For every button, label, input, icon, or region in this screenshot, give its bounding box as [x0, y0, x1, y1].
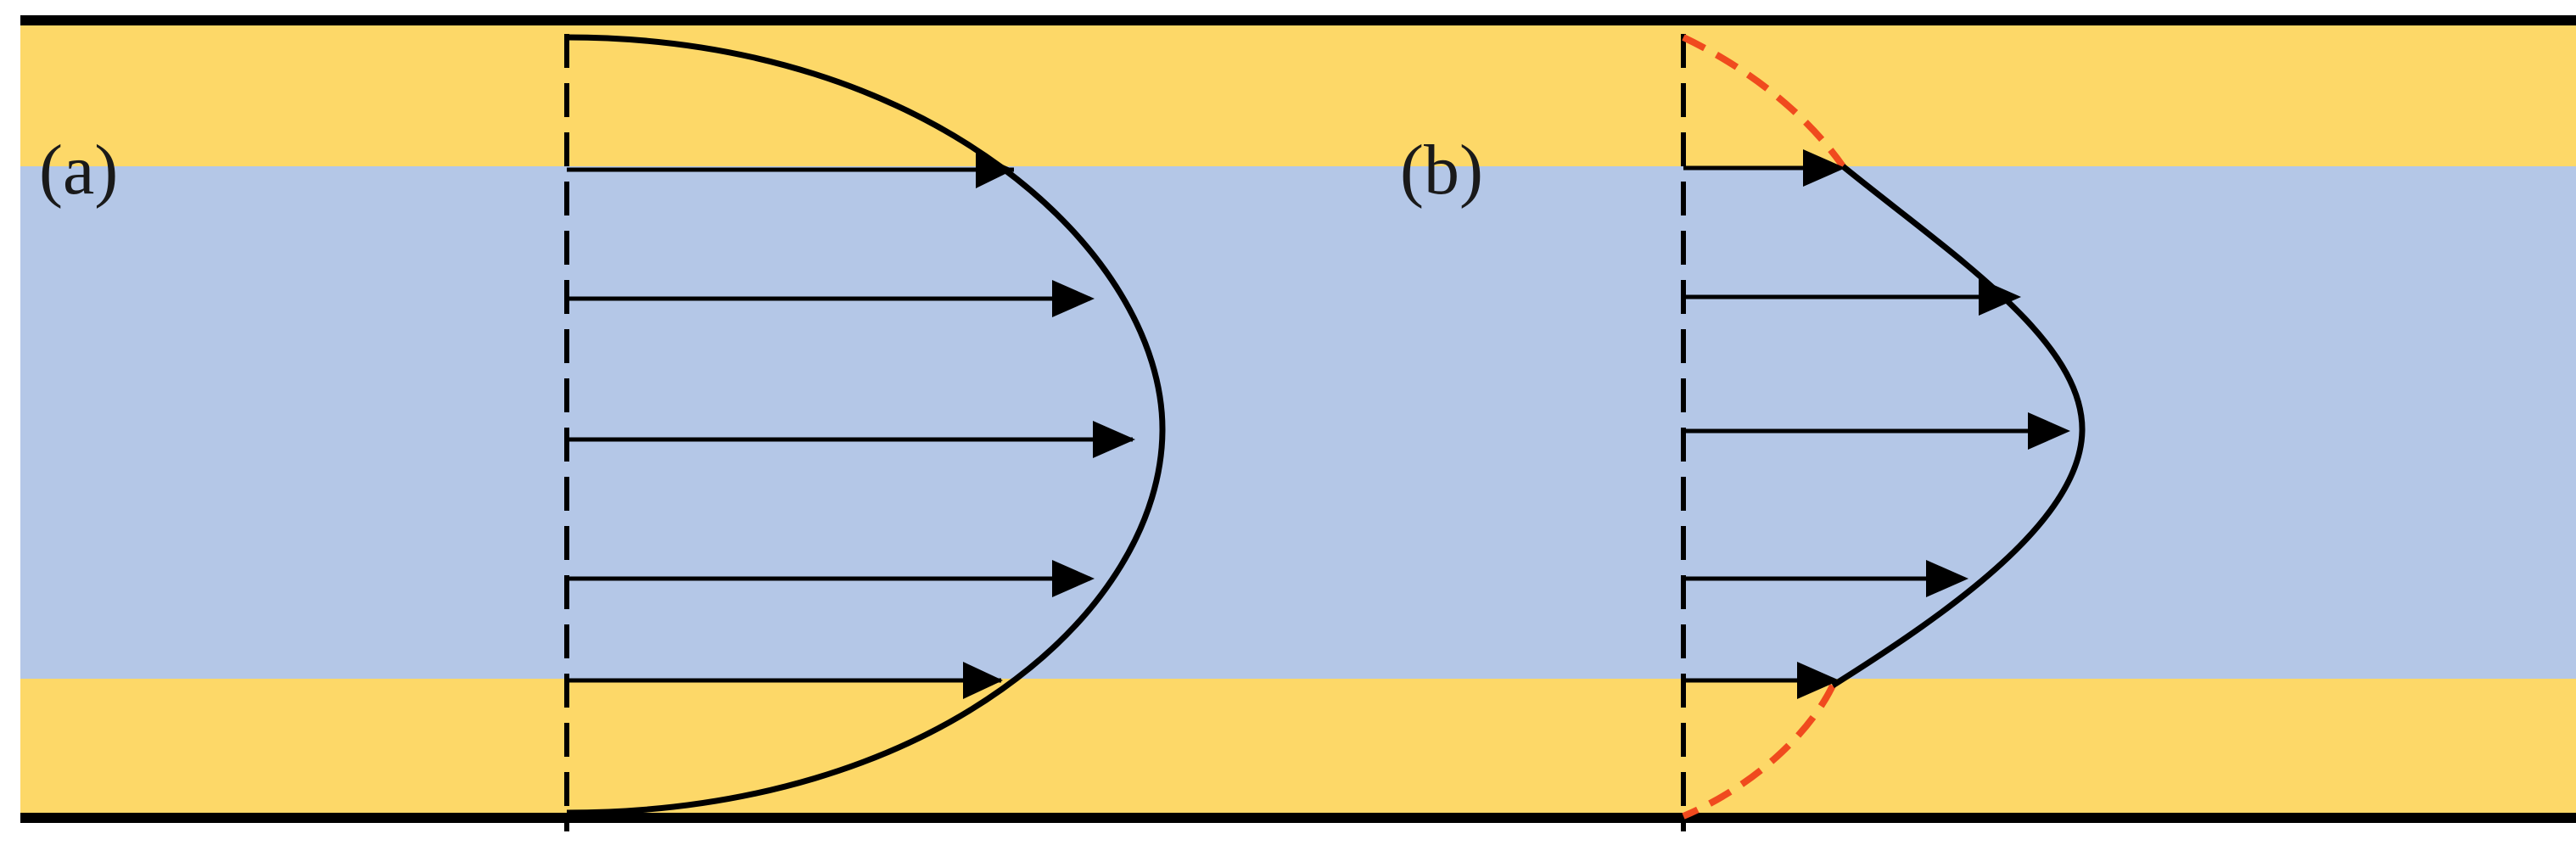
panel-a-arrows: [567, 153, 1135, 699]
panel-b-arrowhead: [1803, 149, 1845, 187]
panel-a-arrowhead: [1052, 560, 1095, 597]
panel-a-label: (a): [39, 131, 118, 210]
panel-a-arrowhead: [976, 153, 1014, 188]
bottom-outer-layer: [20, 679, 2576, 818]
panel-b-dashed-profile-top: [1682, 34, 1846, 169]
panel-a-arrowhead: [1093, 421, 1135, 458]
top-wall: [20, 15, 2576, 25]
panel-b-label: (b): [1400, 131, 1483, 210]
panel-b-arrows: [1683, 149, 2070, 699]
panel-b-velocity-profile: [1831, 164, 2086, 688]
panel-a-arrowhead: [963, 662, 1003, 699]
core-layer: [20, 166, 2576, 679]
panel-b-arrowhead: [1979, 278, 2021, 316]
panel-b-arrowhead: [1926, 560, 1968, 597]
panel-b-arrowhead: [2028, 412, 2070, 450]
panel-a-arrowhead: [1052, 280, 1095, 317]
bottom-wall: [20, 813, 2576, 823]
panel-b-arrowhead: [1797, 662, 1840, 699]
panel-a-velocity-profile: [566, 34, 1166, 816]
top-outer-layer: [20, 20, 2576, 166]
panel-b-dashed-profile-bottom: [1682, 684, 1836, 820]
